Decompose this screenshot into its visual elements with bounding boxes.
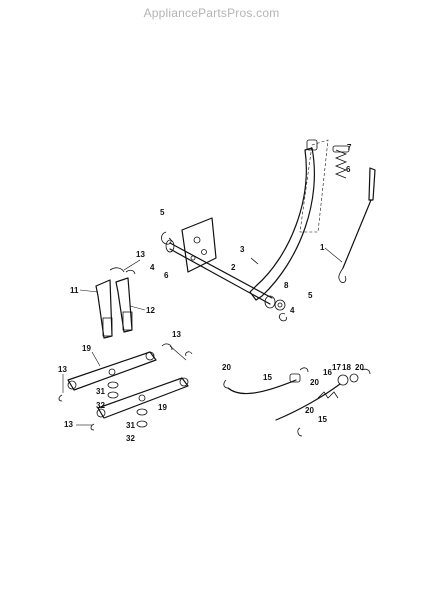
callout-5a: 5 <box>160 208 165 217</box>
lift-link-rod <box>338 167 376 283</box>
callout-13a: 13 <box>136 250 145 259</box>
callout-5b: 5 <box>308 291 313 300</box>
callout-4b: 4 <box>290 306 295 315</box>
top-clips <box>109 267 136 275</box>
washers-nuts <box>107 381 148 428</box>
callout-16: 16 <box>323 368 332 377</box>
callout-20b: 20 <box>310 378 319 387</box>
callout-12: 12 <box>146 306 155 315</box>
callout-2: 2 <box>231 263 236 272</box>
side-clips <box>58 343 193 431</box>
callout-13b: 13 <box>172 330 181 339</box>
callout-19b: 19 <box>158 403 167 412</box>
callout-11: 11 <box>70 286 79 295</box>
lift-arm-right <box>115 277 133 333</box>
callout-7: 7 <box>347 143 352 152</box>
callouts: 1 2 3 4 4 5 5 6 6 7 8 11 12 13 13 13 13 … <box>58 143 364 443</box>
callout-15b: 15 <box>318 415 327 424</box>
callout-20c: 20 <box>355 363 364 372</box>
callout-13c: 13 <box>58 365 67 374</box>
clip-parts <box>161 231 287 322</box>
spring-part <box>332 145 350 179</box>
callout-20a: 20 <box>222 363 231 372</box>
callout-6a: 6 <box>164 271 169 280</box>
lift-rod-lower <box>275 368 371 437</box>
callout-6b: 6 <box>346 165 351 174</box>
callout-17: 17 <box>332 363 341 372</box>
lift-arm-left <box>95 279 113 339</box>
lower-link-lower <box>96 377 189 419</box>
lower-link-upper <box>67 351 157 391</box>
mount-bracket <box>181 217 217 273</box>
callout-13d: 13 <box>64 420 73 429</box>
lift-lever <box>249 139 329 301</box>
callout-19a: 19 <box>82 344 91 353</box>
callout-3: 3 <box>240 245 245 254</box>
callout-8: 8 <box>284 281 289 290</box>
callout-15a: 15 <box>263 373 272 382</box>
callout-1: 1 <box>320 243 325 252</box>
callout-32b: 32 <box>126 434 135 443</box>
callout-20d: 20 <box>305 406 314 415</box>
cross-shaft <box>165 239 286 311</box>
lift-rod-upper <box>223 367 309 395</box>
watermark: AppliancePartsPros.com <box>143 6 280 20</box>
callout-32a: 32 <box>96 401 105 410</box>
callout-31b: 31 <box>126 421 135 430</box>
callout-4a: 4 <box>150 263 155 272</box>
callout-31a: 31 <box>96 387 105 396</box>
callout-18: 18 <box>342 363 351 372</box>
